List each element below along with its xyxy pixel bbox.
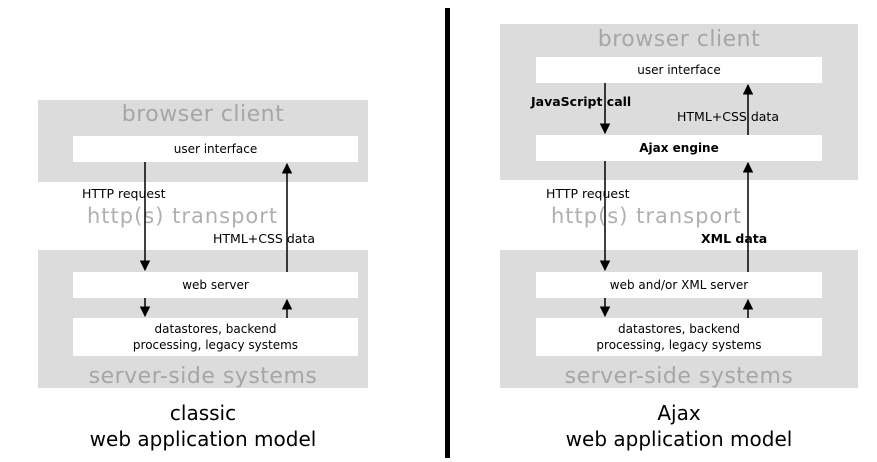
ajax-html-css-label: HTML+CSS data bbox=[677, 109, 779, 124]
classic-html-css-label: HTML+CSS data bbox=[213, 231, 315, 246]
classic-web-server-box: web server bbox=[73, 272, 358, 298]
ajax-user-interface-box: user interface bbox=[536, 57, 822, 83]
classic-datastores-line1: datastores, backend bbox=[154, 322, 277, 336]
ajax-caption: Ajax web application model bbox=[500, 400, 858, 452]
classic-caption: classic web application model bbox=[38, 400, 368, 452]
ajax-xml-data-label: XML data bbox=[701, 231, 768, 246]
classic-caption-line1: classic bbox=[169, 401, 237, 425]
ajax-browser-client-title: browser client bbox=[597, 27, 761, 52]
ajax-server-side-title: server-side systems bbox=[564, 364, 794, 389]
classic-datastores-box: datastores, backend processing, legacy s… bbox=[73, 318, 358, 356]
ajax-datastores-line2: processing, legacy systems bbox=[596, 338, 762, 352]
classic-server-side-title: server-side systems bbox=[88, 364, 318, 389]
ajax-server-box: web and/or XML server bbox=[536, 272, 822, 298]
classic-datastores-line2: processing, legacy systems bbox=[132, 338, 299, 352]
classic-browser-client-title: browser client bbox=[121, 102, 285, 127]
model-divider bbox=[445, 8, 450, 458]
ajax-http-request-label: HTTP request bbox=[546, 186, 630, 201]
ajax-engine-box: Ajax engine bbox=[536, 135, 822, 161]
classic-user-interface-box: user interface bbox=[73, 136, 358, 162]
ajax-datastores-line1: datastores, backend bbox=[618, 322, 740, 336]
classic-transport-label: http(s) transport bbox=[87, 204, 279, 228]
classic-caption-line2: web application model bbox=[89, 427, 317, 451]
ajax-transport-label: http(s) transport bbox=[551, 204, 743, 228]
ajax-caption-line2: web application model bbox=[565, 427, 793, 451]
ajax-datastores-box: datastores, backend processing, legacy s… bbox=[536, 318, 822, 356]
ajax-javascript-call-label: JavaScript call bbox=[531, 94, 632, 109]
ajax-caption-line1: Ajax bbox=[657, 401, 701, 425]
